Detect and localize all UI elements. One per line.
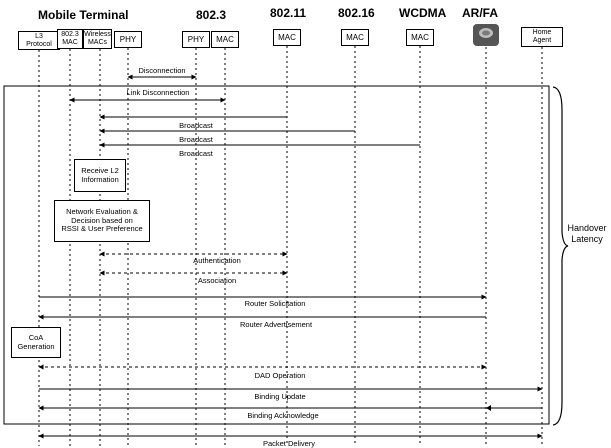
handover-latency-frame [3,85,550,425]
msg-packet-delivery: Packet Delivery [262,439,316,448]
entity-802-16-mac: MAC [341,29,369,46]
entity-802-3-phy: PHY [182,31,210,48]
msg-broadcast-3: Broadcast [179,149,213,158]
msg-disconnection: Disconnection [138,66,186,75]
msg-binding-update: Binding Update [254,392,306,401]
entity-802-3-mac: 802.3 MAC [57,29,83,49]
arrow-binding-ack-marker [486,405,491,411]
msg-association: Association [197,276,237,285]
msg-router-solicitation: Router Solicitation [244,299,306,308]
msg-binding-acknowledge: Binding Acknowledge [247,411,319,420]
entity-wireless-macs: Wireless MACs [83,29,112,49]
msg-dad-operation: DAD Operation [254,371,306,380]
msg-broadcast-2: Broadcast [179,135,213,144]
msg-authentication: Authentication [193,256,241,265]
handover-latency-label: Handover Latency [567,223,607,244]
entity-wcdma-mac: MAC [406,29,434,46]
process-receive-l2-information: Receive L2 Information [74,159,126,192]
group-802-3: 802.3 [196,8,227,22]
group-802-16: 802.16 [338,6,375,20]
process-coa-generation: CoA Generation [11,327,61,358]
msg-broadcast-1: Broadcast [179,121,213,130]
handover-latency-brace [552,86,569,426]
entity-l3-protocol: L3 Protocol [18,31,60,50]
msg-router-advertisement: Router Advertisement [239,320,313,329]
process-network-evaluation: Network Evaluation & Decision based on R… [54,200,150,242]
entity-802-3-mac-b: MAC [211,31,239,48]
group-mobile-terminal: Mobile Terminal [38,8,129,22]
entity-phy: PHY [114,31,142,48]
entity-home-agent: Home Agent [521,27,563,47]
group-wcdma: WCDMA [399,6,447,20]
group-802-11: 802.11 [270,6,307,20]
msg-link-disconnection: Link Disconnection [126,88,190,97]
group-ar-fa: AR/FA [462,6,498,20]
entity-802-11-mac: MAC [273,29,301,46]
router-icon [473,24,499,46]
